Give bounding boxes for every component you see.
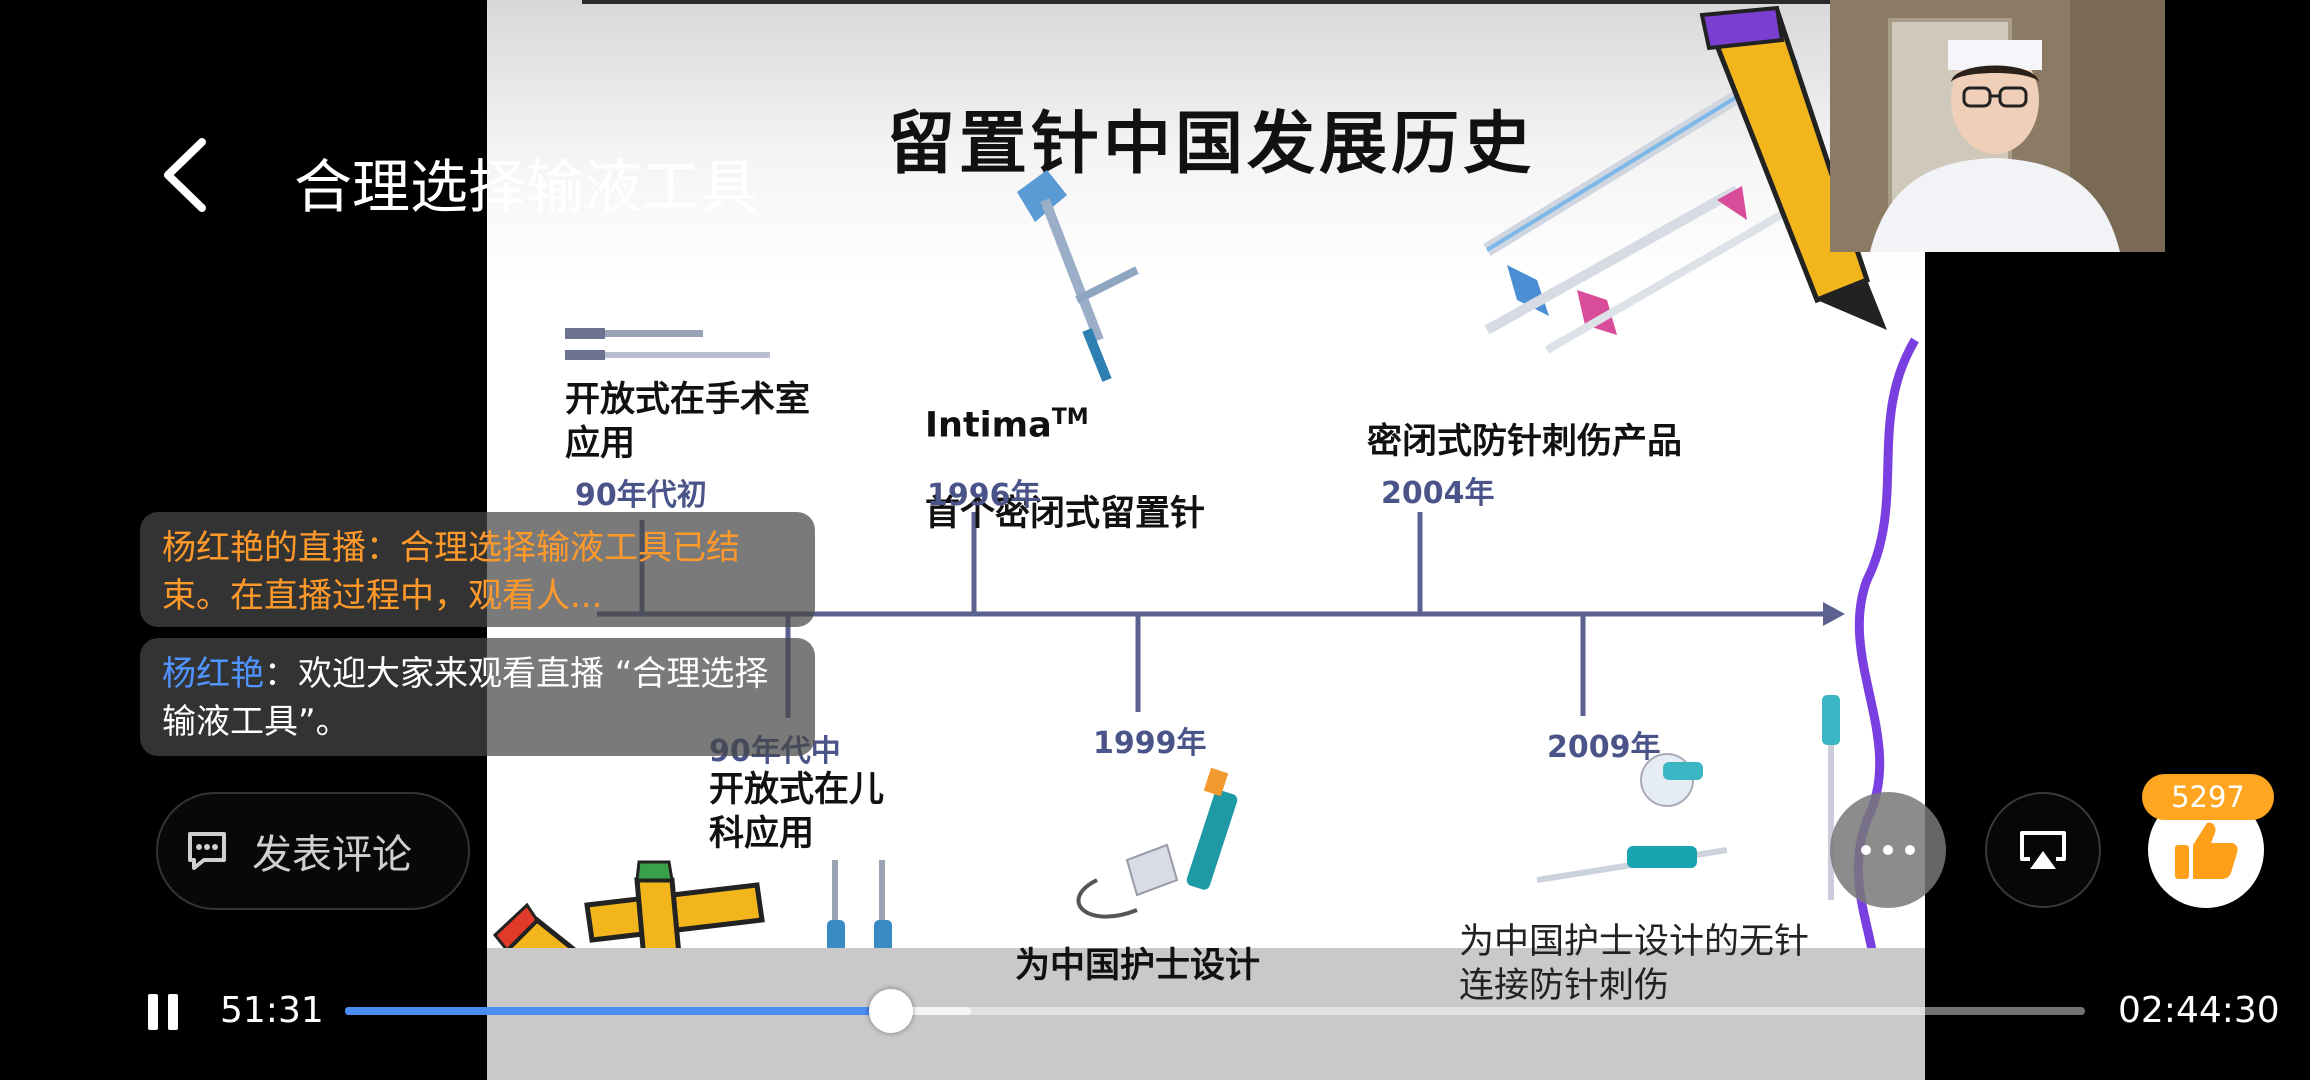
comment-author[interactable]: 杨红艳 bbox=[162, 654, 264, 694]
milestone-year-1999: 1999年 bbox=[1093, 726, 1207, 761]
milestone-text-1999: 为中国护士设计 bbox=[1015, 946, 1261, 986]
milestone-text-2009: 为中国护士设计的无针 连接防针刺伤 bbox=[1459, 922, 1810, 1006]
comment-input-placeholder: 发表评论 bbox=[252, 832, 412, 878]
pause-icon-bar-right bbox=[168, 994, 178, 1030]
pencil-illustration-top bbox=[1699, 5, 1887, 330]
more-options-button[interactable] bbox=[1830, 792, 1946, 908]
comment-text: 杨红艳的直播：合理选择输液工具已结束。在直播过程中，观看人... bbox=[162, 528, 740, 616]
timeline-arrowhead bbox=[1823, 602, 1845, 626]
pause-button[interactable] bbox=[148, 994, 180, 1030]
progress-track bbox=[345, 1007, 2085, 1015]
comment-input-button[interactable]: 发表评论 bbox=[156, 792, 470, 910]
milestone-year-1996: 1996年 bbox=[927, 478, 1041, 513]
purple-squiggle bbox=[1853, 337, 1919, 1013]
comment-system-notice: 杨红艳的直播：合理选择输液工具已结束。在直播过程中，观看人... bbox=[140, 512, 815, 627]
open-needle-illustration bbox=[565, 328, 770, 360]
slide-title: 留置针中国发展历史 bbox=[886, 105, 1535, 184]
progress-fill bbox=[345, 1007, 891, 1015]
milestone-text-90s-mid: 开放式在儿 科应用 bbox=[709, 770, 885, 854]
progress-slider[interactable] bbox=[345, 989, 2085, 1033]
intima-caption: 首个密闭式留置针 bbox=[925, 493, 1206, 534]
thumbs-up-icon bbox=[2175, 822, 2238, 879]
milestone-text-90s-early: 开放式在手术室 应用 bbox=[565, 380, 811, 464]
milestone-year-2004: 2004年 bbox=[1381, 476, 1495, 511]
screen-cast-button[interactable] bbox=[1985, 792, 2101, 908]
more-dots-icon bbox=[1861, 845, 1915, 855]
milestone-text-2004: 密闭式防针刺伤产品 bbox=[1367, 422, 1683, 462]
milestone-year-2009: 2009年 bbox=[1547, 730, 1661, 765]
presenter-video-pip[interactable] bbox=[1830, 0, 2165, 252]
slide-top-border bbox=[582, 0, 1872, 4]
intima-catheter-illustration bbox=[1017, 170, 1139, 382]
milestone-year-90s-early: 90年代初 bbox=[575, 478, 707, 513]
current-time: 51:31 bbox=[220, 990, 324, 1031]
comment-text: ：欢迎大家来观看直播 “合理选择输液工具”。 bbox=[162, 654, 769, 742]
presenter-figure bbox=[1830, 0, 2165, 252]
milestone-text-1996: IntimaTM 首个密闭式留置针 bbox=[925, 352, 1205, 536]
needleless-connector-illustration bbox=[1536, 695, 1840, 900]
catheter-1999-illustration bbox=[1076, 767, 1238, 919]
page-title: 合理选择输液工具 bbox=[294, 153, 759, 221]
total-duration: 02:44:30 bbox=[2118, 990, 2280, 1031]
airplay-icon bbox=[2020, 831, 2066, 869]
trademark-symbol: TM bbox=[1051, 405, 1089, 430]
comment-item: 杨红艳：欢迎大家来观看直播 “合理选择输液工具”。 bbox=[140, 638, 815, 756]
pause-icon-bar-left bbox=[148, 994, 158, 1030]
chat-bubble-icon bbox=[188, 832, 226, 870]
back-arrow-icon[interactable] bbox=[150, 130, 220, 220]
progress-thumb[interactable] bbox=[868, 989, 913, 1033]
intima-brand: Intima bbox=[925, 405, 1052, 446]
like-count-badge: 5297 bbox=[2142, 774, 2274, 820]
